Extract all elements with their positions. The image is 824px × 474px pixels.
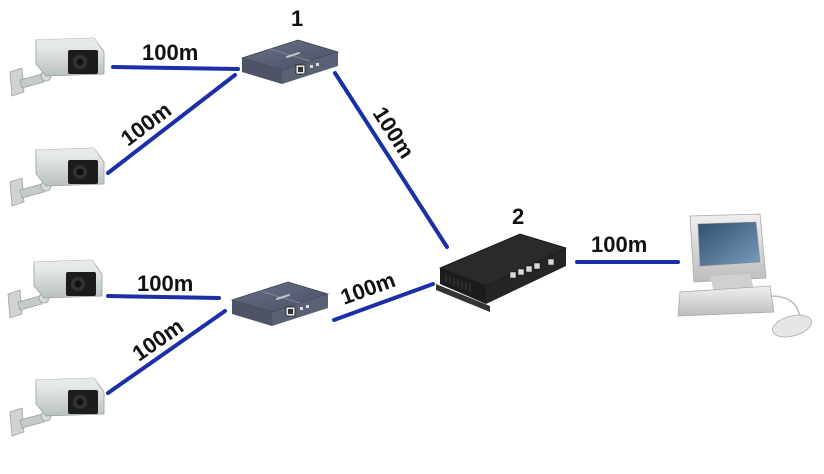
- link-label-camera3: 100m: [137, 271, 193, 296]
- link-label-extender2-switch: 100m: [337, 267, 398, 310]
- poe-extender-icon: [241, 39, 339, 85]
- link-camera1-extender1: [111, 65, 240, 71]
- node-number-2: 2: [512, 204, 524, 229]
- poe-switch-icon: [436, 233, 568, 312]
- link-labels: 100m 100m 100m 100m 100m 100m 100m: [116, 40, 647, 366]
- link-extender1-switch: [333, 71, 449, 249]
- links: [106, 65, 680, 395]
- node-number-1: 1: [291, 6, 303, 31]
- link-camera2-extender1: [106, 73, 237, 175]
- computer-icon: [677, 213, 812, 338]
- link-camera4-extender2: [106, 309, 227, 395]
- camera-icon: [9, 377, 105, 437]
- poe-extender-icon: [231, 281, 329, 327]
- camera-icon: [7, 259, 103, 319]
- link-label-camera1: 100m: [142, 40, 198, 65]
- camera-icon: [9, 147, 105, 207]
- link-extender2-switch: [332, 282, 435, 322]
- camera-icon: [9, 37, 105, 97]
- link-camera3-extender2: [106, 294, 221, 300]
- link-label-switch-computer: 100m: [591, 232, 647, 257]
